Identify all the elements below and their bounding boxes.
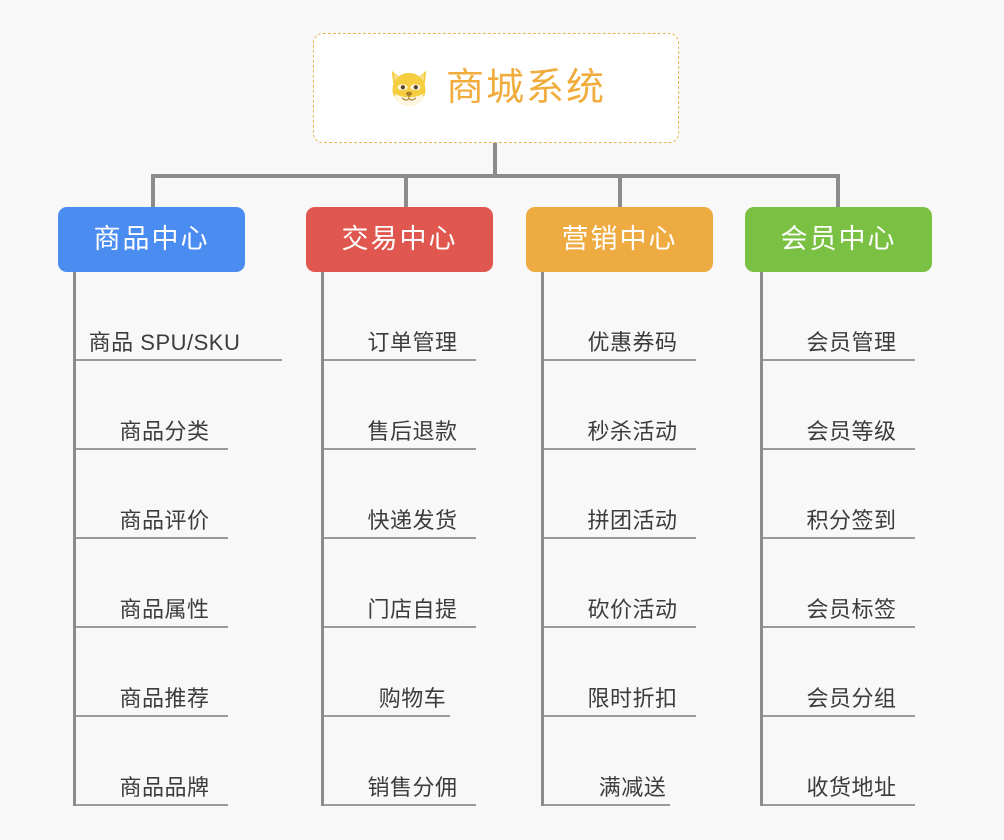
list-item[interactable]: 商品 SPU/SKU [76,272,282,361]
branch-trade-center: 交易中心 订单管理 售后退款 快递发货 门店自提 购物车 [306,207,493,806]
list-item[interactable]: 销售分佣 [324,717,493,806]
list-item-label: 优惠券码 [587,329,678,355]
connector-drop-member-center [836,174,840,209]
list-item-rule [324,715,450,717]
list-item-rule [544,626,696,628]
branch-items-product-center: 商品 SPU/SKU 商品分类 商品评价 商品属性 商品推荐 商品品牌 [73,272,282,806]
list-item-rule [763,715,915,717]
list-item[interactable]: 购物车 [324,628,493,717]
list-item[interactable]: 售后退款 [324,361,493,450]
branch-header-trade-center[interactable]: 交易中心 [306,207,493,272]
list-item[interactable]: 收货地址 [763,717,932,806]
list-item-rule [76,448,228,450]
branch-items-member-center: 会员管理 会员等级 积分签到 会员标签 会员分组 收货地址 [760,272,932,806]
list-item-rule [763,537,915,539]
list-item-label: 拼团活动 [587,507,678,533]
list-item-rule [544,359,696,361]
list-item[interactable]: 积分签到 [763,450,932,539]
list-item-label: 商品 SPU/SKU [88,329,241,355]
list-item-label: 售后退款 [367,418,458,444]
list-item-label: 满减送 [598,774,667,800]
dog-face-icon [391,70,427,106]
list-item-rule [324,448,476,450]
list-item[interactable]: 满减送 [544,717,713,806]
list-item-label: 商品品牌 [119,774,210,800]
list-item-rule [544,715,696,717]
list-item-label: 商品属性 [119,596,210,622]
list-item-rule [324,537,476,539]
list-item-rule [76,537,228,539]
list-item-rule [76,804,228,806]
list-item[interactable]: 优惠券码 [544,272,713,361]
list-item[interactable]: 订单管理 [324,272,493,361]
list-item[interactable]: 快递发货 [324,450,493,539]
branch-member-center: 会员中心 会员管理 会员等级 积分签到 会员标签 会员分组 [745,207,932,806]
list-item-rule [763,359,915,361]
connector-drop-marketing-center [618,174,622,209]
list-item-label: 门店自提 [367,596,458,622]
list-item-rule [763,626,915,628]
list-item-label: 商品分类 [119,418,210,444]
list-item-label: 商品评价 [119,507,210,533]
branch-product-center: 商品中心 商品 SPU/SKU 商品分类 商品评价 商品属性 商品推荐 [58,207,282,806]
root-node[interactable]: 商城系统 [313,33,679,143]
list-item-label: 限时折扣 [587,685,678,711]
list-item[interactable]: 拼团活动 [544,450,713,539]
list-item[interactable]: 砍价活动 [544,539,713,628]
list-item-rule [544,448,696,450]
list-item-rule [763,448,915,450]
list-item[interactable]: 秒杀活动 [544,361,713,450]
list-item-label: 收货地址 [806,774,897,800]
branch-items-trade-center: 订单管理 售后退款 快递发货 门店自提 购物车 销售分佣 [321,272,493,806]
list-item[interactable]: 会员等级 [763,361,932,450]
list-item[interactable]: 商品品牌 [76,717,245,806]
list-item-rule [76,626,228,628]
list-item-label: 会员管理 [806,329,897,355]
list-item-label: 秒杀活动 [587,418,678,444]
branch-header-member-center[interactable]: 会员中心 [745,207,932,272]
list-item[interactable]: 门店自提 [324,539,493,628]
list-item-rule [76,715,228,717]
list-item[interactable]: 会员分组 [763,628,932,717]
list-item-label: 订单管理 [367,329,458,355]
list-item[interactable]: 商品评价 [76,450,245,539]
connector-drop-trade-center [404,174,408,209]
list-item-label: 快递发货 [367,507,458,533]
list-item-label: 销售分佣 [367,774,458,800]
list-item-label: 会员标签 [806,596,897,622]
branch-header-product-center[interactable]: 商品中心 [58,207,245,272]
list-item[interactable]: 限时折扣 [544,628,713,717]
list-item-label: 购物车 [378,685,447,711]
list-item-label: 积分签到 [806,507,897,533]
list-item[interactable]: 商品推荐 [76,628,245,717]
branch-header-marketing-center[interactable]: 营销中心 [526,207,713,272]
list-item-rule [324,804,476,806]
connector-horizontal-bus [151,174,840,178]
list-item-rule [76,359,282,361]
list-item-label: 会员分组 [806,685,897,711]
connector-root-stem [493,143,497,176]
list-item-rule [763,804,915,806]
root-title: 商城系统 [445,67,606,109]
list-item[interactable]: 会员标签 [763,539,932,628]
list-item[interactable]: 会员管理 [763,272,932,361]
list-item-label: 会员等级 [806,418,897,444]
list-item-rule [324,359,476,361]
list-item-rule [544,804,670,806]
list-item[interactable]: 商品属性 [76,539,245,628]
list-item-label: 商品推荐 [119,685,210,711]
list-item-label: 砍价活动 [587,596,678,622]
connector-drop-product-center [151,174,155,209]
branch-items-marketing-center: 优惠券码 秒杀活动 拼团活动 砍价活动 限时折扣 满减送 [541,272,713,806]
list-item-rule [324,626,476,628]
list-item-rule [544,537,696,539]
list-item[interactable]: 商品分类 [76,361,245,450]
branch-marketing-center: 营销中心 优惠券码 秒杀活动 拼团活动 砍价活动 限时折扣 [526,207,713,806]
